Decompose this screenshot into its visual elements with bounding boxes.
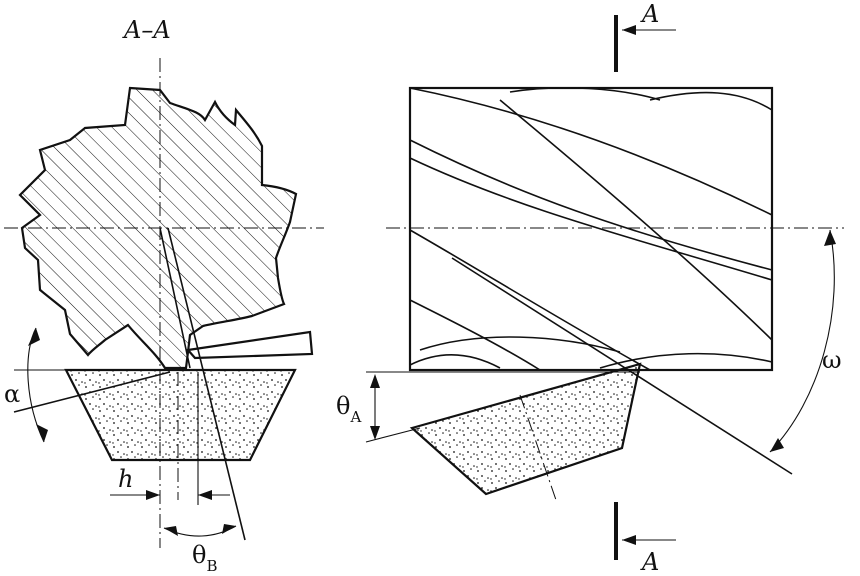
section-marker-bottom-label: A [640, 548, 659, 576]
theta-a-subscript: A [349, 408, 361, 426]
flute-curve-2 [409, 87, 773, 216]
flute-curve-5 [409, 299, 541, 371]
flute-curve-1 [409, 139, 773, 271]
theta-symbol: θ [192, 541, 206, 569]
section-marker-top-label: A [640, 0, 659, 28]
grinding-wheel-left [64, 368, 297, 462]
grinding-wheel-right [409, 362, 642, 496]
flute-curve-8 [409, 157, 773, 281]
omega-arc [769, 229, 835, 453]
theta-b-label: θB [192, 541, 217, 575]
cutter-cross-section [18, 86, 298, 370]
flute-bottom-1 [409, 354, 501, 369]
theta-b-subscript: B [206, 557, 217, 575]
alpha-arc [27, 327, 45, 443]
theta-b-line [167, 227, 246, 541]
flute-curve-4 [499, 99, 773, 341]
flute-bottom-2 [599, 352, 773, 369]
side-view: A A [336, 0, 844, 576]
flute-bottom-3 [419, 336, 621, 353]
wheel-axis-right [519, 394, 557, 501]
alpha-label: α [4, 380, 20, 408]
theta-symbol-a: θ [336, 392, 350, 420]
rake-face-line [159, 227, 191, 369]
omega-label: ω [822, 346, 842, 374]
flute-curve-7 [649, 91, 773, 111]
alpha-line [13, 371, 171, 413]
theta-a-label: θA [336, 392, 361, 426]
section-view: A–A α h θB [4, 16, 324, 575]
helix-angle-line [451, 257, 793, 475]
section-title: A–A [122, 16, 171, 44]
h-label: h [118, 465, 133, 493]
flute-curve-6 [509, 87, 661, 101]
chip-strip [185, 330, 314, 360]
flute-curve-3 [409, 229, 651, 371]
